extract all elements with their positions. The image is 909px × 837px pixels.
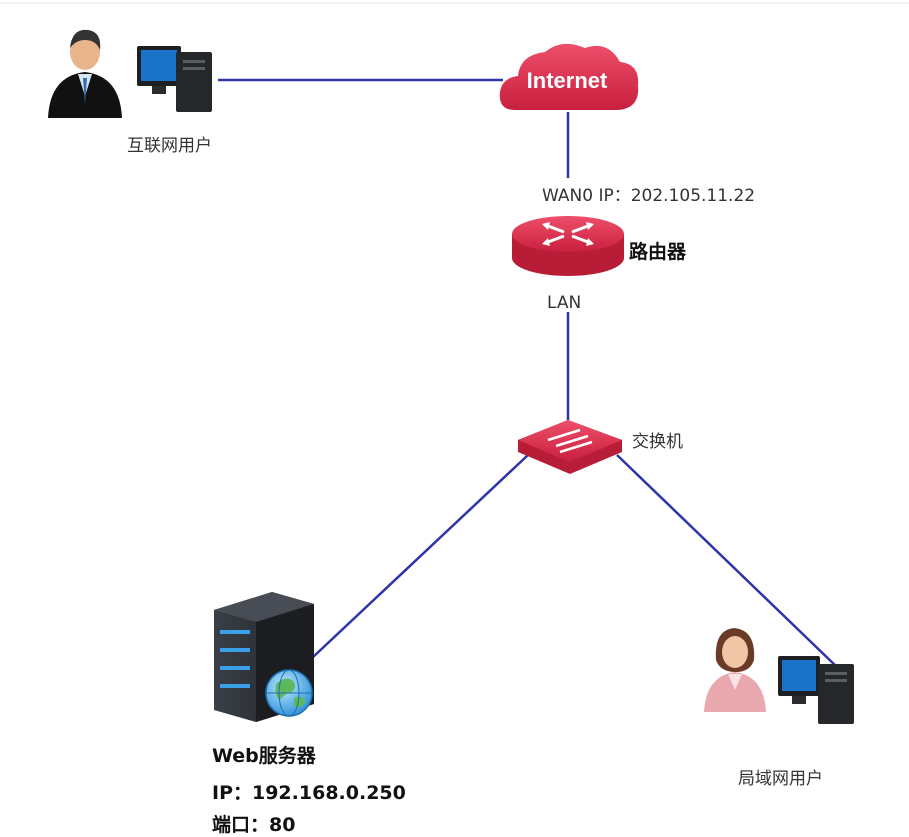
switch-label: 交换机 xyxy=(632,432,683,452)
router-label: 路由器 xyxy=(629,241,687,263)
globe-icon xyxy=(265,669,313,717)
cloud-icon xyxy=(499,43,639,110)
desktop-computer-icon xyxy=(778,656,854,724)
lan-port-label: LAN xyxy=(547,293,582,313)
switch-icon xyxy=(518,420,622,474)
web-server-ip: IP：192.168.0.250 xyxy=(212,782,406,804)
person-male-icon xyxy=(48,29,122,118)
lan-user-label: 局域网用户 xyxy=(738,769,823,789)
web-server-port: 端口：80 xyxy=(212,814,296,836)
link-switch-lan-user xyxy=(616,454,839,669)
desktop-computer-icon xyxy=(137,46,212,112)
internet-label: Internet xyxy=(527,68,608,93)
web-server-label: Web服务器 xyxy=(212,745,316,767)
links xyxy=(218,78,839,669)
link-switch-server xyxy=(311,454,529,659)
person-female-icon xyxy=(704,628,766,712)
wan-ip-label: WAN0 IP：202.105.11.22 xyxy=(542,186,756,206)
internet-user-label: 互联网用户 xyxy=(127,136,212,156)
router-icon xyxy=(512,216,624,276)
